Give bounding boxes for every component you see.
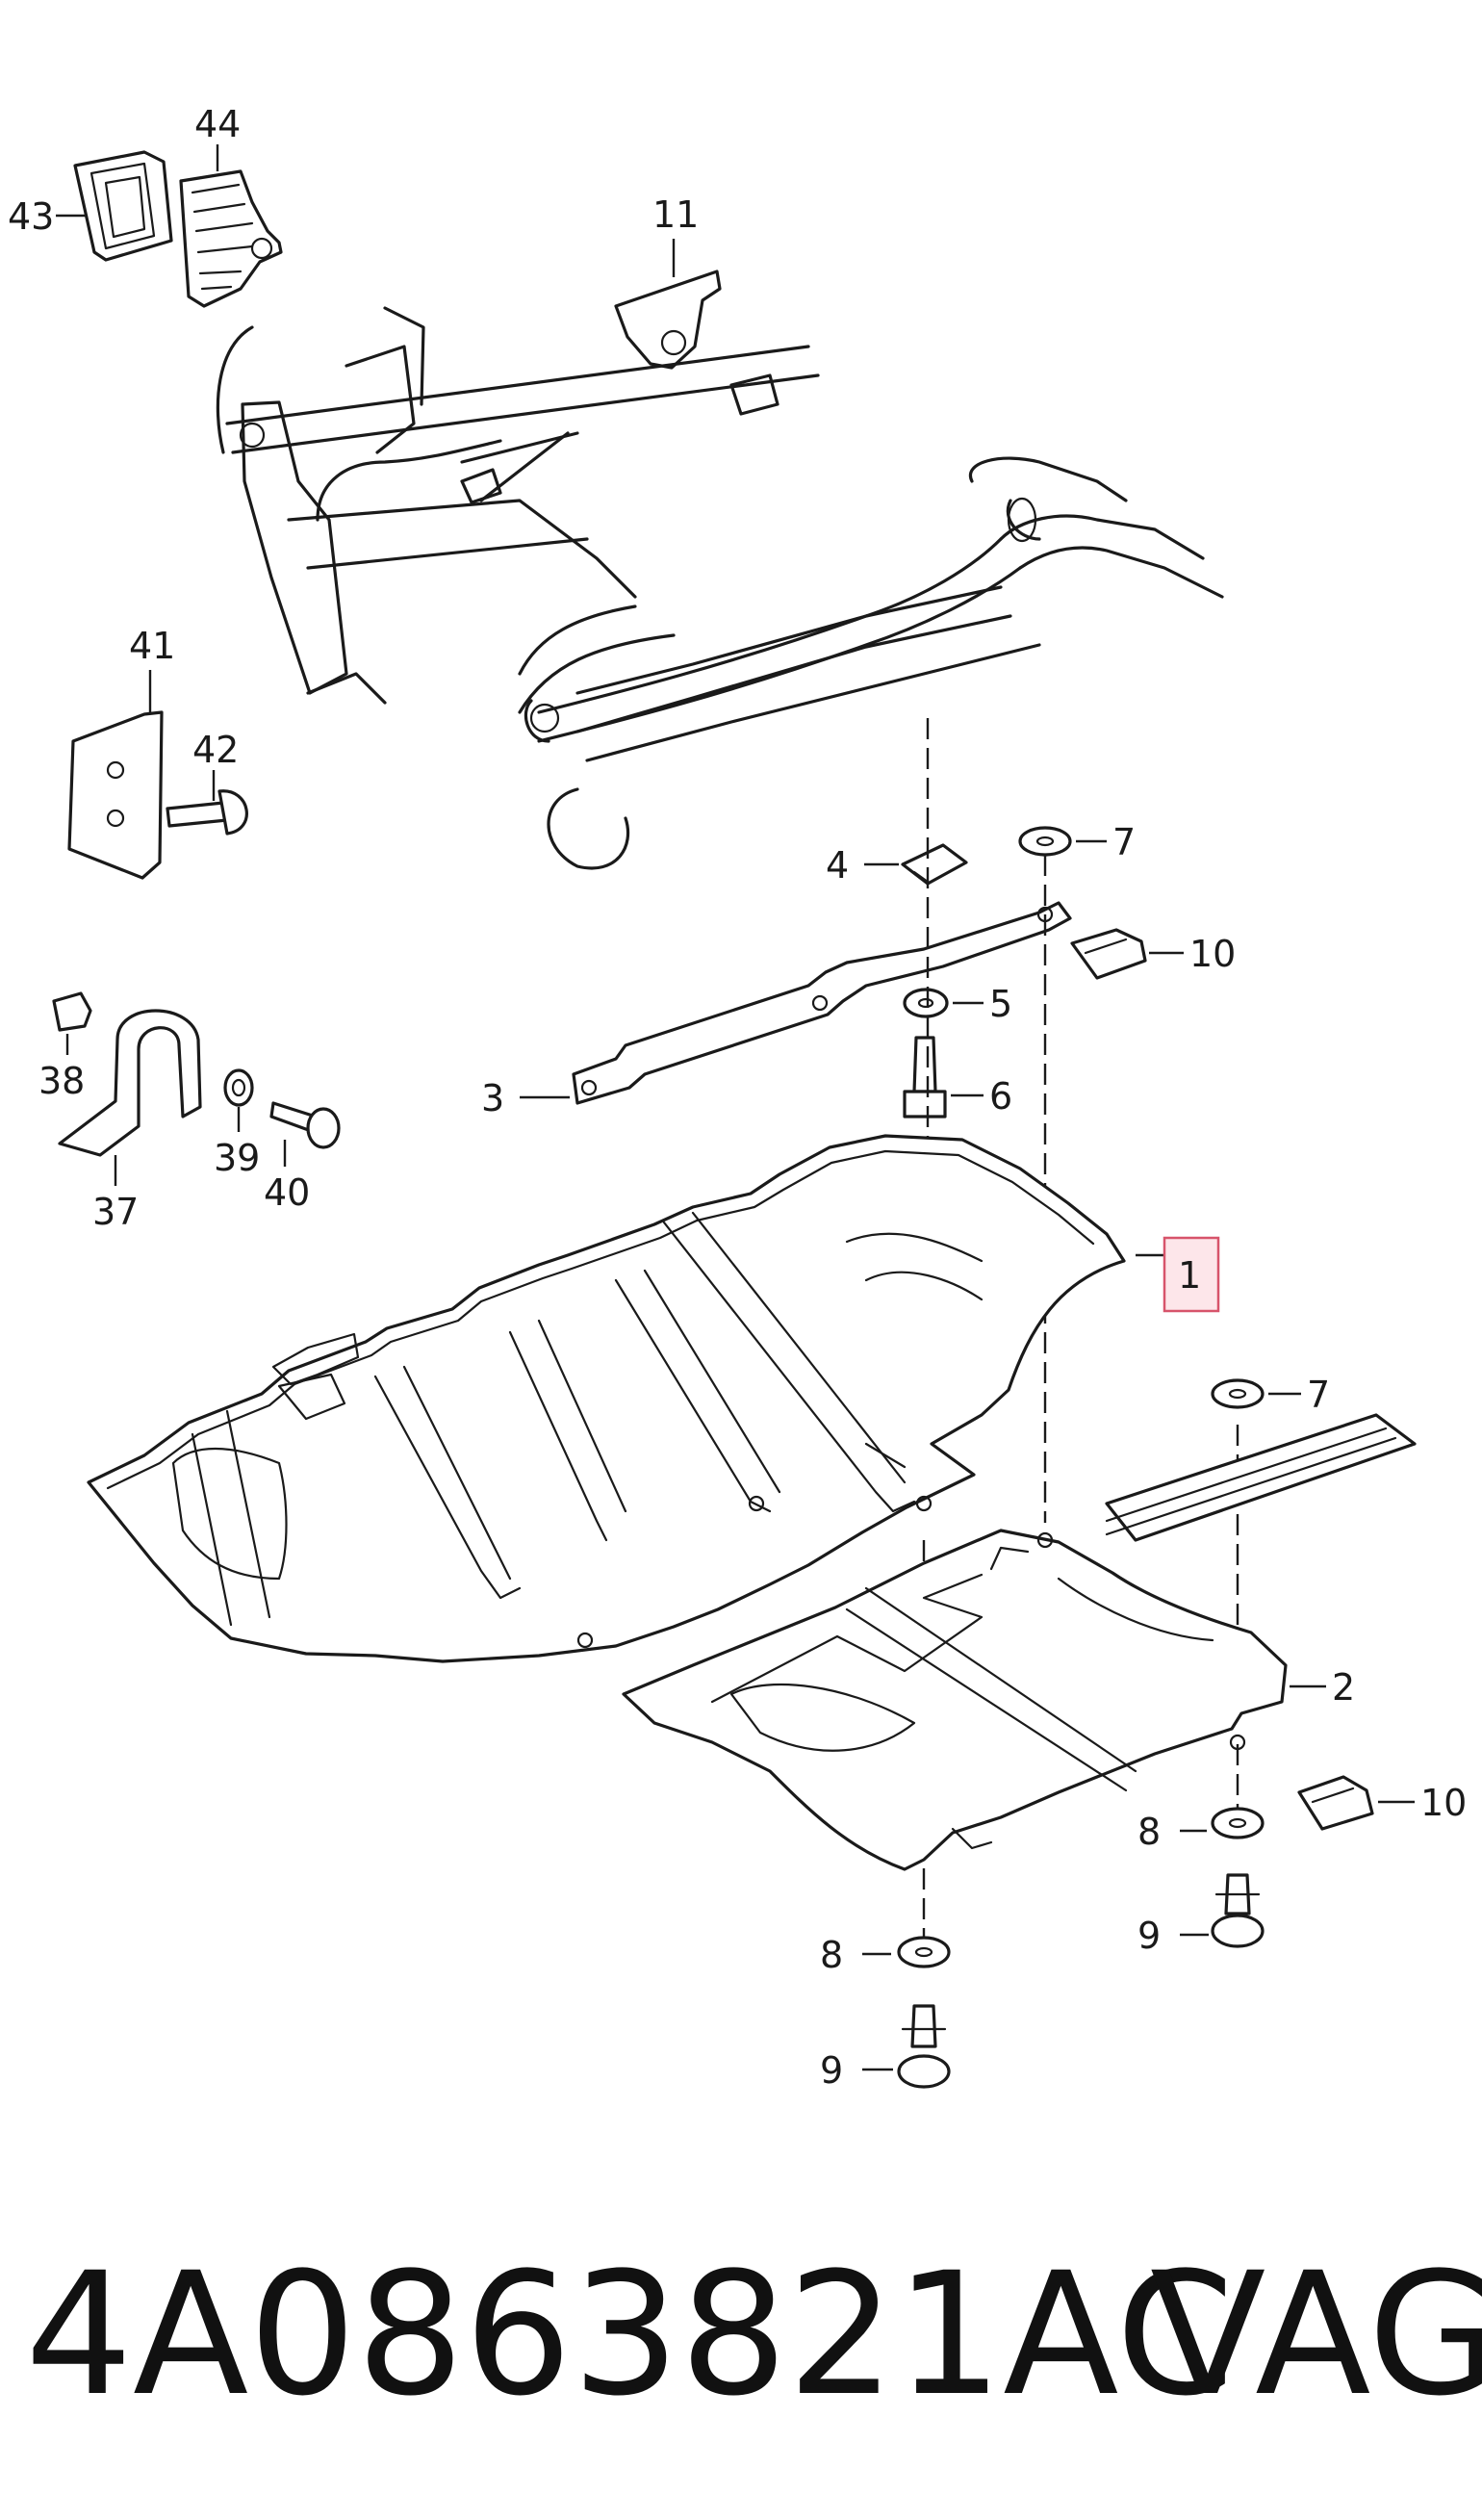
part-4-clip-nut [901, 843, 968, 886]
part-5-washer [903, 988, 949, 1018]
callout-2: 2 [1332, 1666, 1355, 1709]
callout-4: 4 [826, 844, 849, 887]
callout-37: 37 [92, 1191, 139, 1233]
part-40-screw [269, 1101, 341, 1149]
callout-11: 11 [652, 193, 699, 236]
part-42-bolt [166, 789, 248, 836]
callout-6: 6 [989, 1075, 1012, 1118]
callout-1: 1 [1178, 1254, 1201, 1297]
part-2-rear-undershield [622, 1529, 1288, 1871]
part-1-engine-undershield [87, 1134, 1126, 1663]
part-6-bolt [903, 1036, 947, 1119]
front-subframe [216, 306, 1041, 870]
stabilizer-bar [316, 439, 1224, 743]
part-43-boot-frame [73, 150, 173, 262]
callout-3: 3 [481, 1077, 504, 1119]
part-44-gear-boot [179, 169, 283, 308]
part-7-washer-top [1018, 826, 1072, 857]
part-8-washer-right [1211, 1807, 1265, 1839]
brand-label: VAG [1150, 2236, 1482, 2433]
callout-10-top: 10 [1189, 933, 1236, 975]
floor-rail-right [1105, 1413, 1417, 1542]
part-9-screw-right [1211, 1873, 1265, 1948]
callout-9-right: 9 [1137, 1915, 1161, 1957]
callout-10-lower: 10 [1420, 1782, 1467, 1824]
callout-38: 38 [38, 1060, 85, 1102]
part-38-clip [52, 991, 92, 1032]
callout-7-top: 7 [1112, 821, 1136, 863]
part-10-clip-lower [1297, 1775, 1374, 1831]
callout-1-highlight [1163, 1236, 1220, 1313]
part-9-screw-left [897, 2004, 951, 2089]
callout-40: 40 [264, 1171, 310, 1214]
callout-9-left: 9 [820, 2049, 843, 2092]
callout-7-right: 7 [1307, 1374, 1330, 1416]
callout-41: 41 [129, 625, 175, 667]
part-11-bracket [614, 270, 722, 370]
callout-8-right: 8 [1137, 1811, 1161, 1853]
callout-8-left: 8 [820, 1934, 843, 1976]
part-10-clip-top [1070, 928, 1147, 980]
callout-39: 39 [214, 1137, 260, 1179]
part-3-support-bracket [572, 901, 1072, 1105]
callout-42: 42 [192, 729, 239, 771]
callout-43: 43 [8, 195, 54, 238]
part-39-washer [223, 1068, 254, 1107]
part-41-bracket-plate [67, 710, 164, 880]
part-37-bushing-clamp [58, 1009, 202, 1157]
part-7-washer-right [1211, 1378, 1265, 1409]
callout-44: 44 [194, 103, 241, 145]
part-number-label: 4A0863821AC [25, 2236, 1235, 2433]
callout-5: 5 [989, 983, 1012, 1025]
part-8-washer-left [897, 1936, 951, 1968]
